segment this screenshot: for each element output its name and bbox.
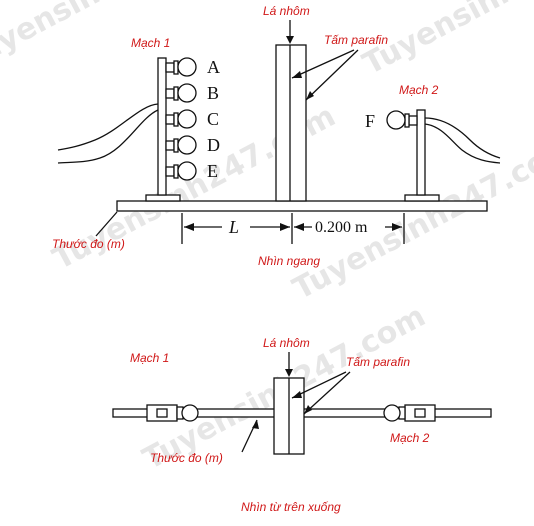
arrow-head-icon [306, 91, 314, 100]
bulb-label-d: D [207, 135, 220, 155]
arrow-head-icon [392, 223, 402, 231]
top-view-caption: Nhìn từ trên xuống [241, 500, 341, 514]
side-view-caption: Nhìn ngang [258, 254, 320, 268]
bulb-label-a: A [207, 57, 220, 77]
side-circuit2-label: Mạch 2 [399, 83, 439, 97]
circuit2-wire [424, 123, 501, 164]
top-circuit2-label: Mạch 2 [390, 431, 430, 445]
side-ruler-board [116, 200, 488, 212]
bulb-e [165, 161, 197, 181]
bulb-a [165, 57, 197, 77]
dim-label-l: L [228, 217, 239, 237]
arrow-head-icon [294, 223, 304, 231]
arrow-head-icon [292, 391, 302, 398]
bulb-label-c: C [207, 109, 219, 129]
paraffin-arrow [291, 49, 355, 79]
watermark: Tuyensinh247.com [287, 129, 534, 307]
top-bulb [383, 404, 401, 422]
circuit1-base [145, 194, 181, 202]
bulb-label-e: E [207, 161, 218, 181]
top-bulb [181, 404, 199, 422]
circuit1-post [157, 57, 167, 196]
bulb-f [386, 110, 418, 130]
paraffin-arrow [305, 49, 359, 101]
circuit2-post [416, 109, 426, 196]
paraffin-arrow [303, 371, 351, 415]
arrow-head-icon [280, 223, 290, 231]
side-ruler-label: Thước đo (m) [52, 237, 125, 251]
arrow-head-icon [292, 71, 302, 78]
top-view: Lá nhôm Tấm parafin Mạch 1 Mạch 2 Thước … [112, 336, 492, 514]
bulb-c [165, 109, 197, 129]
top-paraffin-label: Tấm parafin [346, 355, 410, 369]
top-circuit1-label: Mạch 1 [130, 351, 169, 365]
bulb-b [165, 83, 197, 103]
bulb-label-b: B [207, 83, 219, 103]
circuit1-wire [57, 109, 159, 164]
circuit2-wire [424, 117, 501, 159]
arrow-head-icon [286, 36, 294, 44]
arrow-head-icon [304, 405, 312, 414]
bulb-d [165, 135, 197, 155]
dim-label-r: 0.200 m [315, 219, 368, 236]
top-ruler-label: Thước đo (m) [150, 451, 223, 465]
circuit2-base [404, 194, 440, 202]
side-view: A B C D E F Lá nhôm Tấm parafin Mạch 1 M… [52, 4, 501, 268]
side-circuit1-label: Mạch 1 [131, 36, 170, 50]
side-paraffin-label: Tấm parafin [324, 33, 388, 47]
arrow-head-icon [252, 420, 259, 429]
arrow-head-icon [285, 369, 293, 377]
top-aluminum-label: Lá nhôm [263, 336, 310, 350]
paraffin-arrow [291, 371, 347, 399]
paraffin-slab [275, 44, 307, 202]
arrow-head-icon [184, 223, 194, 231]
circuit1-wire [57, 103, 159, 151]
bulb-label-f: F [365, 111, 375, 131]
ruler-leader [95, 211, 118, 237]
side-aluminum-label: Lá nhôm [263, 4, 310, 18]
